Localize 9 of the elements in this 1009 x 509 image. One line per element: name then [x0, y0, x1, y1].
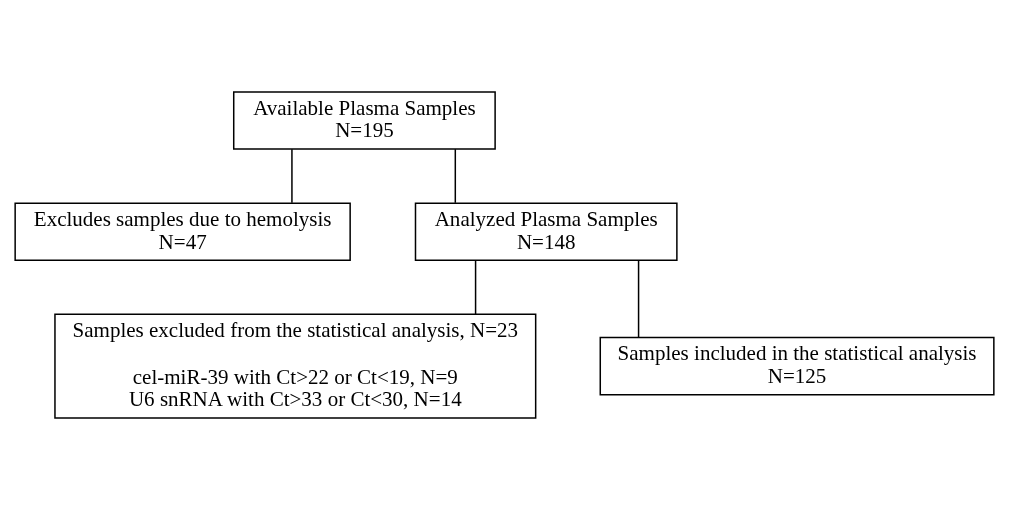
- connector: [454, 147, 457, 204]
- node-box: Samples included in the statistical analysis N=125: [599, 336, 995, 395]
- node-box: Samples excluded from the statistical analysis, N=23 cel-miR-39 with Ct>22 or Ct<19, N=9 U6 snRNA with Ct>33 or Ct<30, N=14: [54, 313, 537, 419]
- node-box: Excludes samples due to hemolysis N=47: [14, 201, 351, 261]
- connector: [637, 259, 640, 338]
- connector: [474, 259, 477, 315]
- connector: [291, 147, 293, 204]
- node-box: Available Plasma Samples N=195: [232, 90, 496, 150]
- node-box: Analyzed Plasma Samples N=148: [414, 201, 678, 261]
